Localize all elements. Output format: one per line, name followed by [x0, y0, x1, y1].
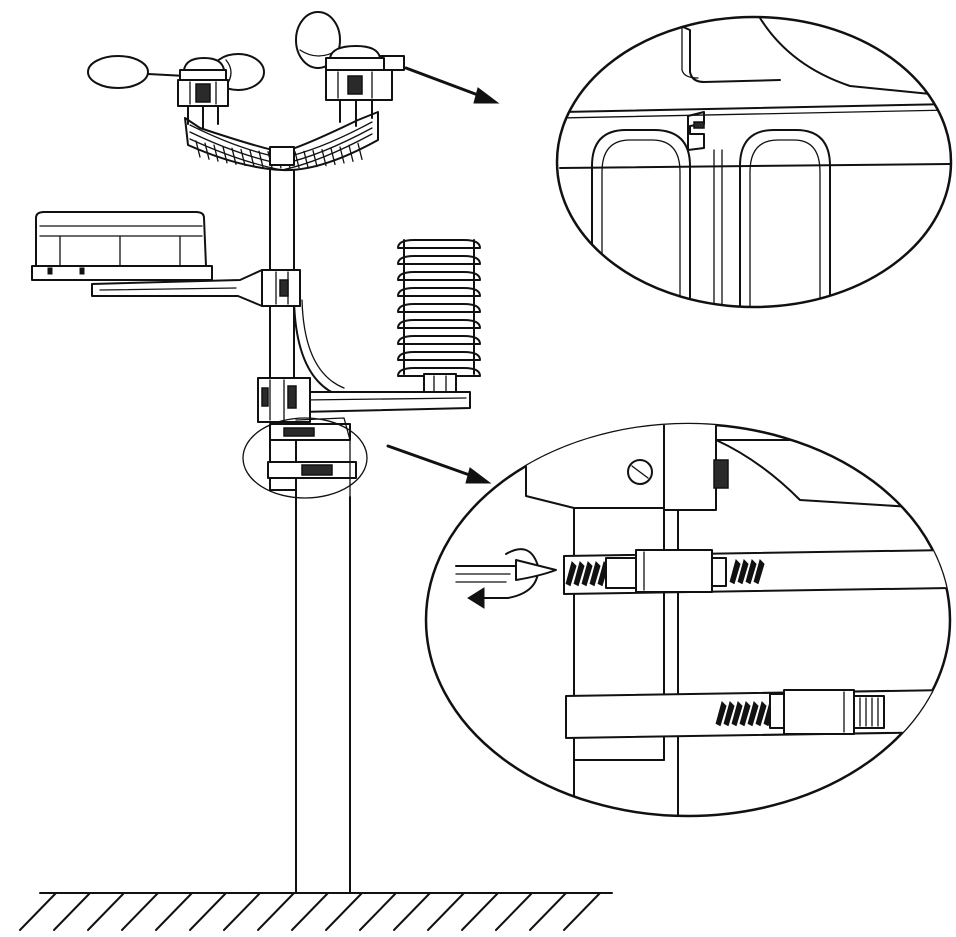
mast-bracket: [257, 377, 311, 423]
top-cross-arm: [184, 111, 379, 172]
mounting-pole: [295, 496, 351, 894]
pole-clamp-area: [242, 417, 368, 499]
rain-gauge-arm: [91, 269, 301, 307]
lower-arm: [299, 391, 471, 413]
wind-vane: [295, 11, 405, 127]
callout-arrow-top: [404, 66, 500, 104]
callout-arrow-bottom: [386, 444, 492, 484]
ground-hatching: [19, 892, 613, 931]
anemometer: [87, 53, 265, 129]
thermo-hygro-shield: [397, 239, 481, 397]
rotation-arrow-icon: [455, 548, 557, 609]
pole-clamp-detail-callout: [424, 422, 952, 818]
vane-mount-detail-callout: [555, 15, 953, 309]
rain-gauge: [31, 211, 213, 281]
